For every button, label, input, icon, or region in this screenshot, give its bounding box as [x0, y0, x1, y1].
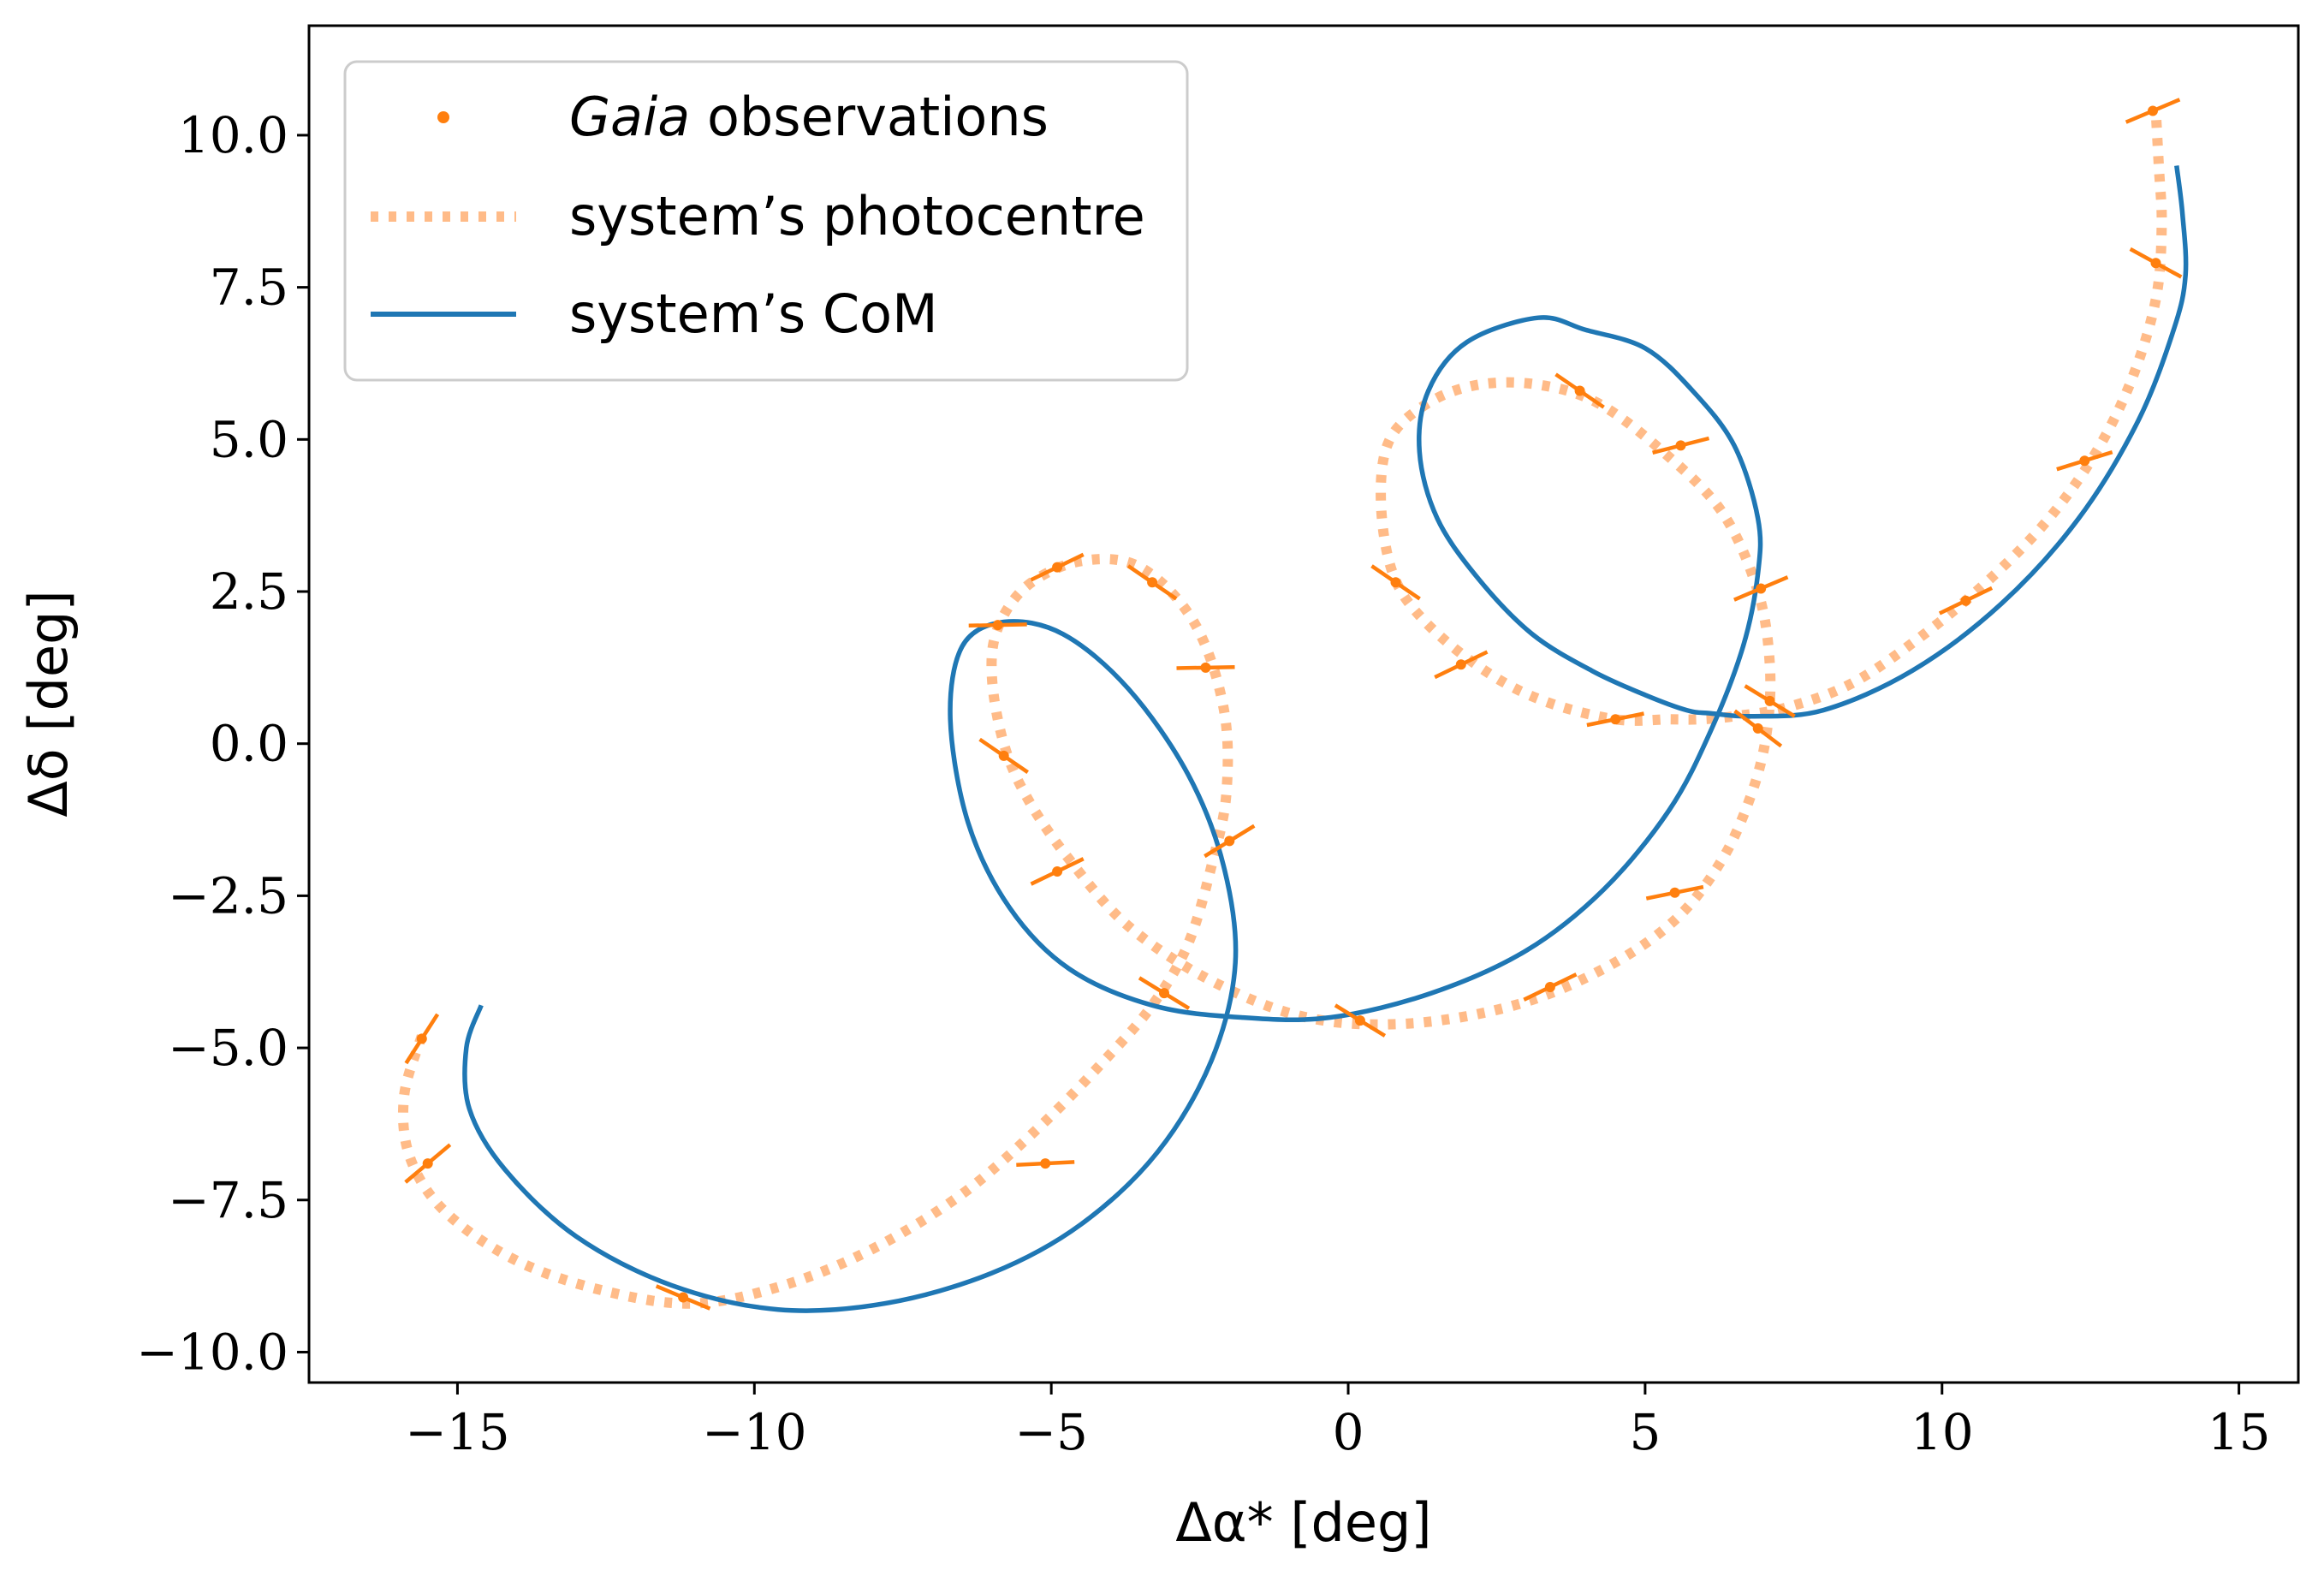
observation-point	[998, 750, 1009, 761]
observation-point	[1756, 583, 1767, 594]
y-tick-label: −10.0	[136, 1323, 288, 1381]
y-tick-label: −5.0	[168, 1019, 288, 1077]
observation-point	[1147, 577, 1158, 588]
observation-point	[1669, 887, 1680, 898]
y-axis-ticks: −10.0 −7.5 −5.0 −2.5 0.0 2.5 5.0 7.5 10.0	[136, 106, 309, 1381]
observation-markers	[404, 98, 2183, 1311]
y-tick-label: 0.0	[210, 715, 288, 773]
observation-point	[1052, 562, 1063, 573]
legend-com-label: system’s CoM	[569, 282, 938, 345]
legend-observations-label: Gaia observations	[569, 86, 1049, 148]
legend-photocentre-label: system’s photocentre	[569, 185, 1145, 247]
observation-point	[1764, 695, 1775, 706]
observation-point	[678, 1292, 689, 1303]
observation-point	[1675, 440, 1686, 451]
y-tick-label: 2.5	[210, 562, 288, 621]
y-tick-label: −2.5	[168, 866, 288, 925]
observation-point	[1200, 662, 1211, 673]
observation-point	[422, 1158, 433, 1169]
y-axis-label: Δδ [deg]	[17, 590, 80, 817]
x-axis-label: Δα* [deg]	[1175, 1491, 1431, 1554]
observation-point	[2150, 258, 2161, 269]
y-tick-label: 7.5	[210, 259, 288, 317]
observation-point	[1610, 714, 1621, 725]
observation-point	[1224, 836, 1235, 847]
x-tick-label: 0	[1333, 1403, 1364, 1461]
legend-observations-rest: observations	[690, 86, 1049, 148]
x-tick-label: −15	[405, 1403, 509, 1461]
legend-observations-italic: Gaia	[569, 86, 690, 148]
observation-point	[1040, 1158, 1051, 1169]
observation-point	[1052, 866, 1063, 877]
plot-frame	[307, 24, 2300, 1384]
x-tick-label: 5	[1629, 1403, 1661, 1461]
com-curve	[462, 165, 2189, 1313]
x-axis-ticks: −15 −10 −5 0 5 10 15	[405, 1383, 2271, 1461]
observation-point	[2148, 105, 2158, 116]
observation-point	[1960, 595, 1971, 606]
plot-area	[397, 98, 2189, 1313]
observation-point	[1159, 988, 1169, 999]
observation-point	[1455, 659, 1466, 670]
x-tick-label: 10	[1911, 1403, 1974, 1461]
legend-observations-marker	[437, 111, 449, 123]
observation-point	[1390, 577, 1401, 588]
observation-point	[1574, 385, 1585, 396]
observation-point	[416, 1033, 427, 1044]
y-tick-label: 5.0	[210, 410, 288, 468]
observation-point	[2079, 455, 2090, 467]
legend: Gaia observations system’s photocentre s…	[343, 60, 1189, 382]
y-tick-label: 10.0	[178, 106, 288, 164]
observation-point	[1752, 723, 1763, 734]
x-tick-label: −10	[702, 1403, 806, 1461]
observation-point	[992, 620, 1003, 631]
y-tick-label: −7.5	[168, 1171, 288, 1229]
com-series	[462, 165, 2189, 1313]
x-tick-label: 15	[2208, 1403, 2271, 1461]
observation-point	[1354, 1015, 1365, 1026]
legend-box	[343, 60, 1189, 382]
observation-point	[1544, 982, 1555, 992]
x-tick-label: −5	[1014, 1403, 1088, 1461]
